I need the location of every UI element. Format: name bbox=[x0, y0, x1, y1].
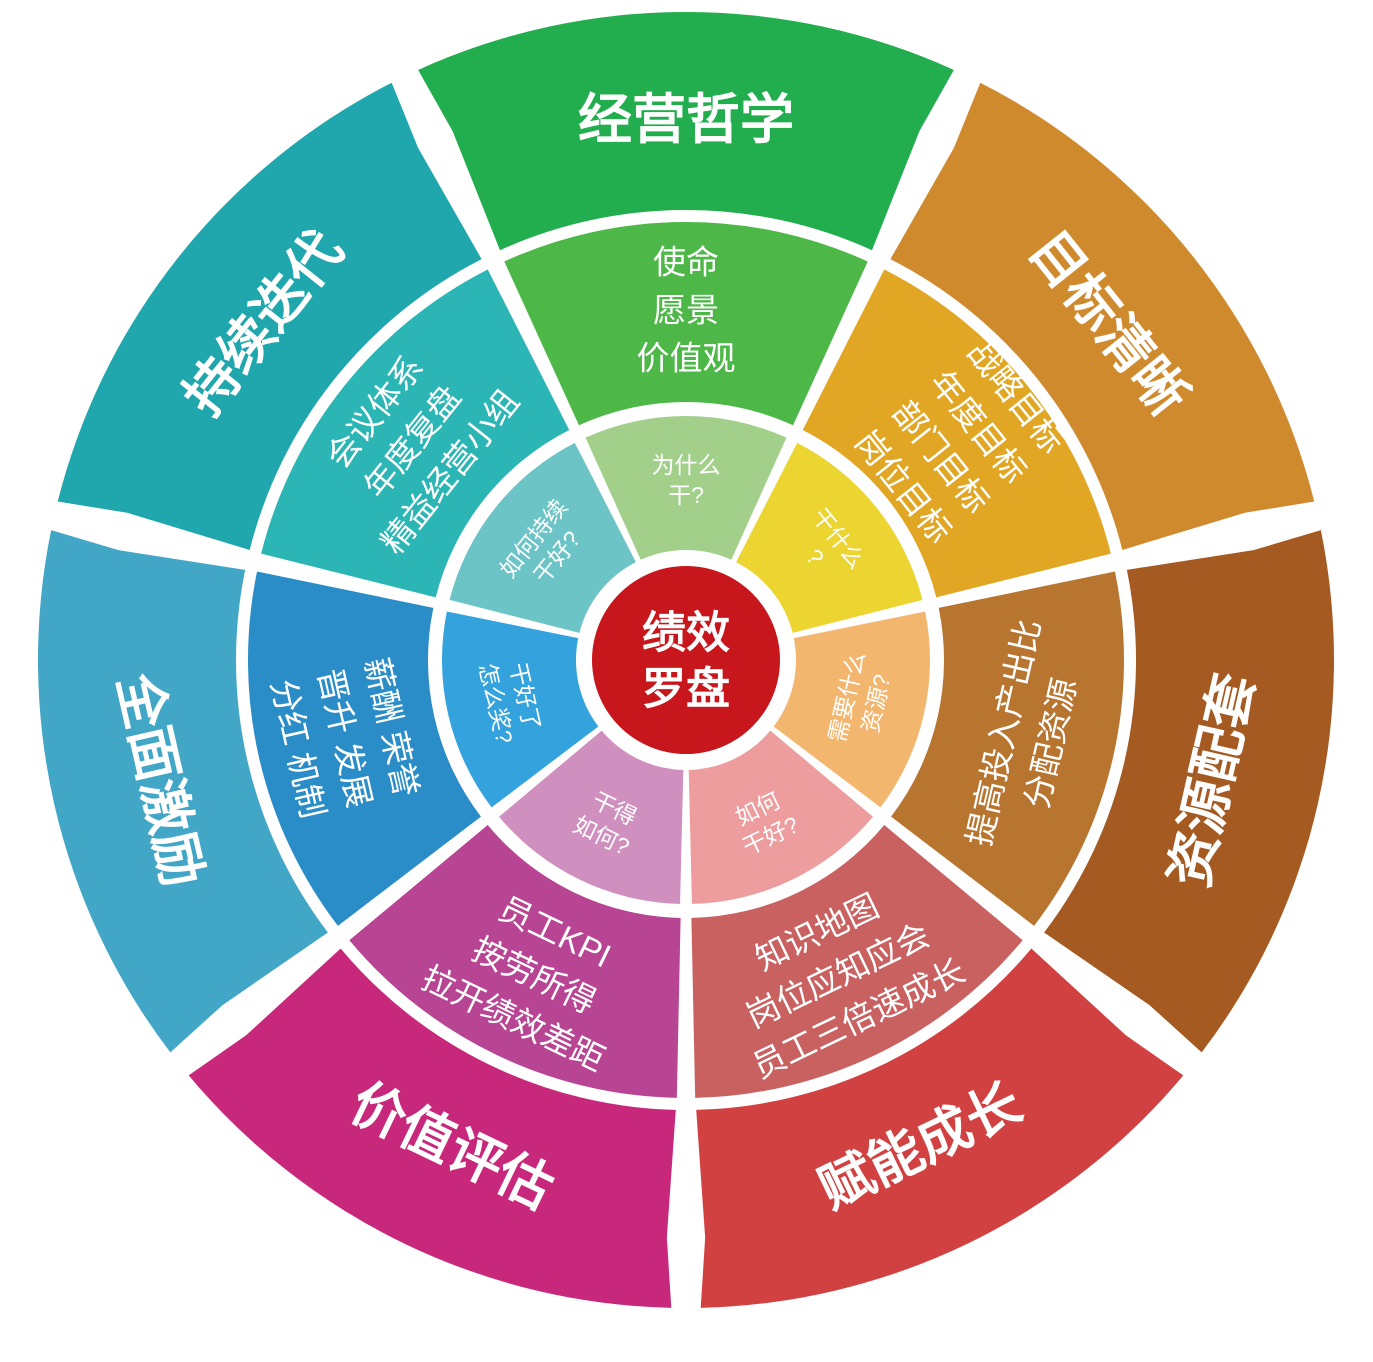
center-hub-disc bbox=[592, 566, 780, 754]
middle-ring: 使命愿景价值观战略目标年度目标部门目标岗位目标提高投入产出比分配资源知识地图岗位… bbox=[247, 221, 1125, 1098]
inner-segment bbox=[585, 415, 787, 560]
outer-segment-label: 经营哲学 bbox=[578, 90, 794, 150]
middle-segment bbox=[504, 221, 868, 426]
middle-segment-text-line: 愿景 bbox=[653, 292, 719, 329]
inner-segment-question-line: 干? bbox=[668, 482, 704, 508]
middle-segment bbox=[247, 571, 481, 926]
outer-segment-label-line: 经营哲学 bbox=[578, 90, 794, 150]
inner-segment bbox=[773, 611, 931, 808]
outer-segment bbox=[188, 948, 676, 1308]
middle-segment-text-line: 使命 bbox=[653, 244, 719, 281]
middle-segment bbox=[802, 269, 1111, 598]
middle-segment bbox=[691, 825, 1023, 1098]
middle-segment bbox=[349, 825, 681, 1098]
inner-segment bbox=[688, 730, 873, 904]
middle-segment bbox=[891, 571, 1125, 926]
center-title-line: 罗盘 bbox=[642, 665, 730, 714]
outer-segment bbox=[57, 82, 482, 550]
inner-segment bbox=[736, 442, 923, 633]
outer-segment bbox=[38, 530, 328, 1053]
inner-segment bbox=[449, 442, 636, 633]
outer-segment bbox=[1044, 530, 1334, 1053]
inner-segment bbox=[499, 730, 684, 904]
outer-segment bbox=[890, 82, 1315, 550]
inner-segment-question-line: 为什么 bbox=[652, 452, 721, 478]
center-title-line: 绩效 bbox=[642, 609, 730, 658]
middle-segment-text-line: 价值观 bbox=[637, 340, 736, 377]
inner-segment bbox=[441, 611, 599, 808]
outer-segment bbox=[696, 948, 1184, 1308]
middle-segment bbox=[261, 269, 570, 598]
outer-segment bbox=[418, 11, 954, 251]
